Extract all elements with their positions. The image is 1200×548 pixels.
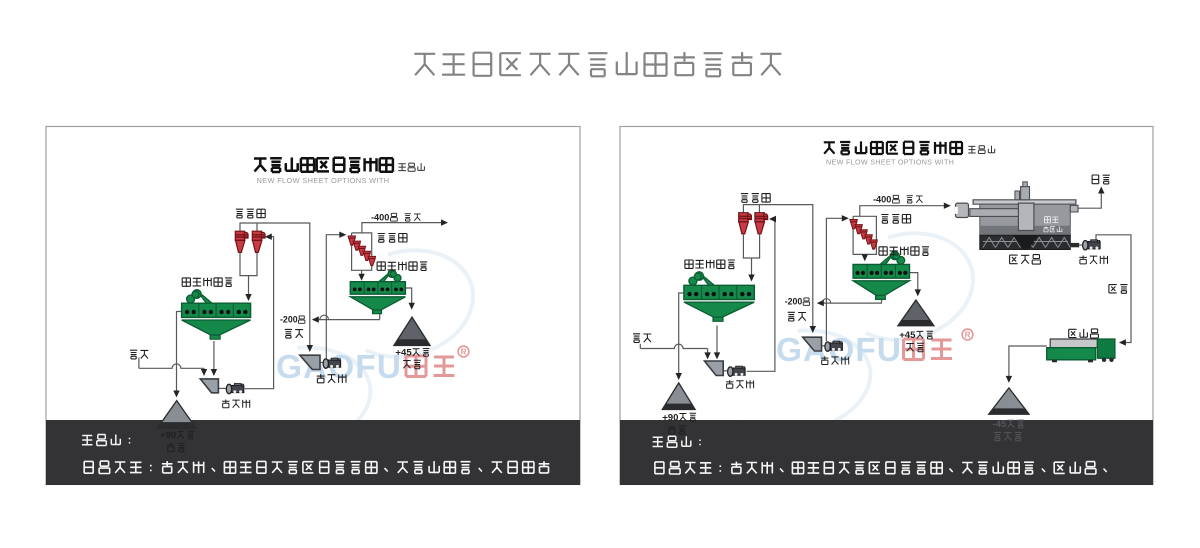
svg-text:-45: -45 [992, 419, 1007, 430]
svg-text:+90: +90 [160, 430, 176, 441]
svg-text:R: R [965, 331, 971, 340]
svg-text:-400: -400 [873, 194, 891, 204]
svg-text:-400: -400 [371, 212, 389, 222]
svg-text:-200: -200 [280, 315, 298, 325]
svg-text:NEW FLOW SHEET OPTIONS WITH: NEW FLOW SHEET OPTIONS WITH [257, 176, 390, 185]
svg-text:-200: -200 [785, 297, 803, 307]
svg-text:+45: +45 [899, 330, 916, 341]
svg-text:R: R [461, 348, 467, 357]
svg-text:+45: +45 [395, 348, 412, 359]
svg-text:+90: +90 [662, 412, 678, 423]
svg-text:NEW FLOW SHEET OPTIONS WITH: NEW FLOW SHEET OPTIONS WITH [826, 158, 954, 167]
